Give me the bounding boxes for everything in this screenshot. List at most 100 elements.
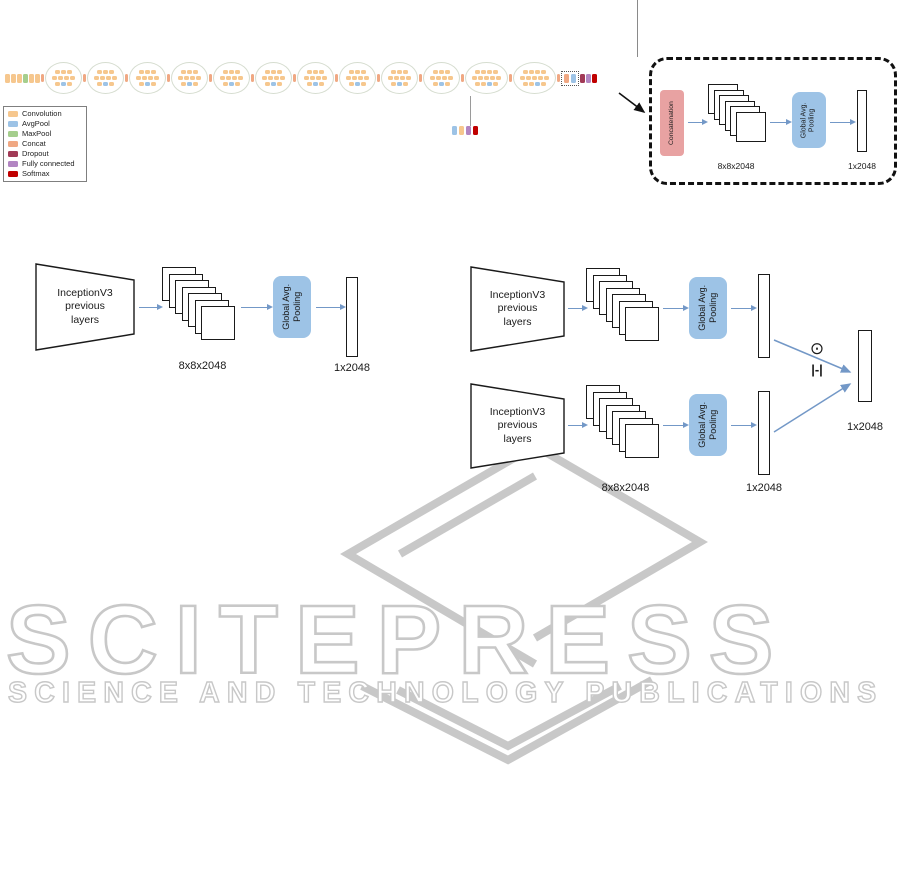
concat-layer-block: [83, 74, 86, 82]
conv-layer-block: [472, 76, 477, 80]
avgpool-layer-block: [145, 82, 150, 86]
legend-label: MaxPool: [22, 129, 52, 138]
watermark-title: SCITEPRESS: [5, 584, 791, 696]
conv-layer-block: [142, 76, 147, 80]
avgpool-layer-block: [187, 82, 192, 86]
conv-layer-block: [106, 76, 111, 80]
conv-layer-block: [448, 76, 453, 80]
conv-layer-block: [223, 82, 228, 86]
conv-layer-block: [193, 70, 198, 74]
conv-layer-block: [436, 76, 441, 80]
backbone-label: InceptionV3 previous layers: [57, 286, 113, 326]
watermark-subtitle: SCIENCE AND TECHNOLOGY PUBLICATIONS: [7, 676, 884, 709]
flow-arrow: [663, 305, 689, 311]
flow-arrow: [568, 305, 588, 311]
avgpool-layer-block: [61, 82, 66, 86]
legend-item: Softmax: [8, 170, 82, 178]
conv-layer-block: [262, 76, 267, 80]
conv-layer-block: [307, 82, 312, 86]
conv-layer-block: [178, 76, 183, 80]
conv-layer-block: [520, 76, 525, 80]
global-avg-pooling-block: Global Avg. Pooling: [689, 394, 727, 456]
conv-layer-block: [364, 76, 369, 80]
conv-layer-block: [475, 70, 480, 74]
embedding-size-label: 1x2048: [745, 482, 783, 494]
conv-layer-block: [445, 82, 450, 86]
conv-layer-block: [532, 76, 537, 80]
avgpool-layer-block: [571, 73, 576, 83]
concat-layer-block: [557, 74, 560, 82]
conv-layer-block: [265, 82, 270, 86]
conv-layer-block: [538, 76, 543, 80]
conv-layer-block: [358, 76, 363, 80]
conv-layer-block: [523, 82, 528, 86]
conv-layer-block: [94, 76, 99, 80]
conv-layer-block: [136, 76, 141, 80]
concat-layer-block: [419, 74, 422, 82]
conv-layer-block: [181, 82, 186, 86]
conv-layer-block: [100, 76, 105, 80]
conv-layer-block: [388, 76, 393, 80]
legend-label: Softmax: [22, 169, 50, 178]
legend-item: Dropout: [8, 150, 82, 158]
conv-layer-block: [355, 70, 360, 74]
feature-map-square: [625, 307, 659, 341]
concat-layer-block: [509, 74, 512, 82]
concatenation-detail-box: Concatenation Global Avg. Pooling 8x8x20…: [649, 57, 897, 185]
feature-map-square: [625, 424, 659, 458]
global-avg-pooling-label: Global Avg. Pooling: [281, 284, 302, 330]
concat-layer-block: [125, 74, 128, 82]
conv-layer-block: [154, 76, 159, 80]
inception-module: [45, 62, 82, 94]
avgpool-layer-block: [271, 82, 276, 86]
conv-layer-block: [109, 82, 114, 86]
page-column-line: [637, 0, 638, 57]
conv-layer-block: [481, 70, 486, 74]
backbone-label: InceptionV3 previous layers: [489, 288, 546, 328]
concatenation-label: Concatenation: [667, 101, 675, 145]
conv-layer-block: [61, 70, 66, 74]
conv-layer-block: [29, 73, 34, 83]
conv-layer-block: [400, 76, 405, 80]
conv-layer-block: [445, 70, 450, 74]
conv-layer-block: [280, 76, 285, 80]
conv-layer-block: [394, 76, 399, 80]
conv-layer-block: [17, 73, 22, 83]
avgpool-layer-block: [439, 82, 444, 86]
conv-layer-block: [229, 70, 234, 74]
conv-layer-block: [277, 82, 282, 86]
concat-layer-block: [41, 74, 44, 82]
softmax-swatch: [8, 170, 18, 177]
conv-layer-block: [535, 70, 540, 74]
avgpool-layer-block: [535, 82, 540, 86]
conv-layer-block: [406, 76, 411, 80]
conv-layer-block: [181, 70, 186, 74]
conv-layer-block: [196, 76, 201, 80]
conv-layer-block: [226, 76, 231, 80]
flow-arrow: [770, 119, 792, 125]
merge-arrows: [773, 339, 852, 433]
concatenation-block: Concatenation: [660, 90, 684, 156]
conv-layer-block: [58, 76, 63, 80]
conv-layer-block: [187, 70, 192, 74]
conv-layer-block: [526, 76, 531, 80]
conv-layer-block: [487, 70, 492, 74]
dropout-swatch: [8, 150, 18, 157]
conv-layer-block: [475, 82, 480, 86]
conv-layer-block: [139, 70, 144, 74]
concat-layer-block: [209, 74, 212, 82]
conv-layer-block: [55, 70, 60, 74]
conv-layer-block: [193, 82, 198, 86]
conv-layer-block: [459, 126, 464, 135]
conv-layer-block: [349, 70, 354, 74]
conv-layer-block: [493, 82, 498, 86]
flow-arrow: [568, 422, 588, 428]
stack-size-label: 8x8x2048: [178, 360, 227, 372]
maxpool-layer-block: [23, 73, 28, 83]
legend-label: Concat: [22, 139, 46, 148]
legend-item: Fully connected: [8, 160, 82, 168]
conv-layer-block: [397, 70, 402, 74]
conv-layer-block: [541, 82, 546, 86]
conv-layer-block: [349, 82, 354, 86]
aux-connector-line: [470, 96, 471, 126]
